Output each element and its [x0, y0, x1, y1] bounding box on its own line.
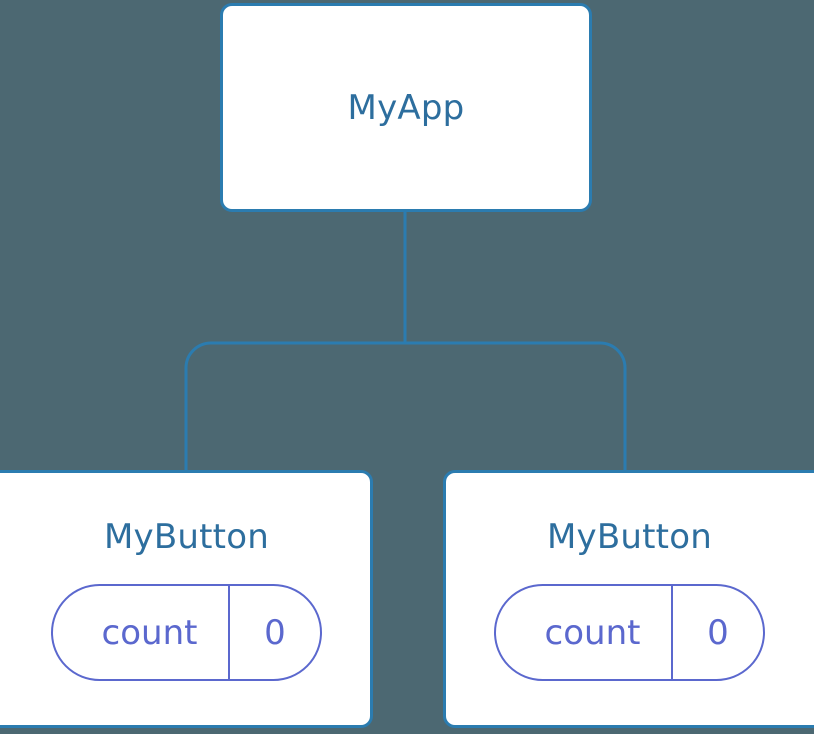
state-value: 0: [228, 586, 320, 679]
node-mybutton-0[interactable]: MyButton count 0: [0, 470, 373, 728]
state-value: 0: [671, 586, 763, 679]
state-key: count: [544, 612, 641, 653]
node-mybutton-1[interactable]: MyButton count 0: [443, 470, 814, 728]
edge-to-child-0: [184, 341, 212, 470]
node-title: MyButton: [547, 517, 712, 557]
state-pill[interactable]: count 0: [51, 584, 322, 681]
state-pill[interactable]: count 0: [494, 584, 765, 681]
node-title: MyApp: [347, 87, 465, 128]
edge-to-child-1: [599, 341, 627, 470]
state-key: count: [101, 612, 198, 653]
node-title: MyButton: [104, 517, 269, 557]
node-myapp[interactable]: MyApp: [220, 3, 592, 212]
